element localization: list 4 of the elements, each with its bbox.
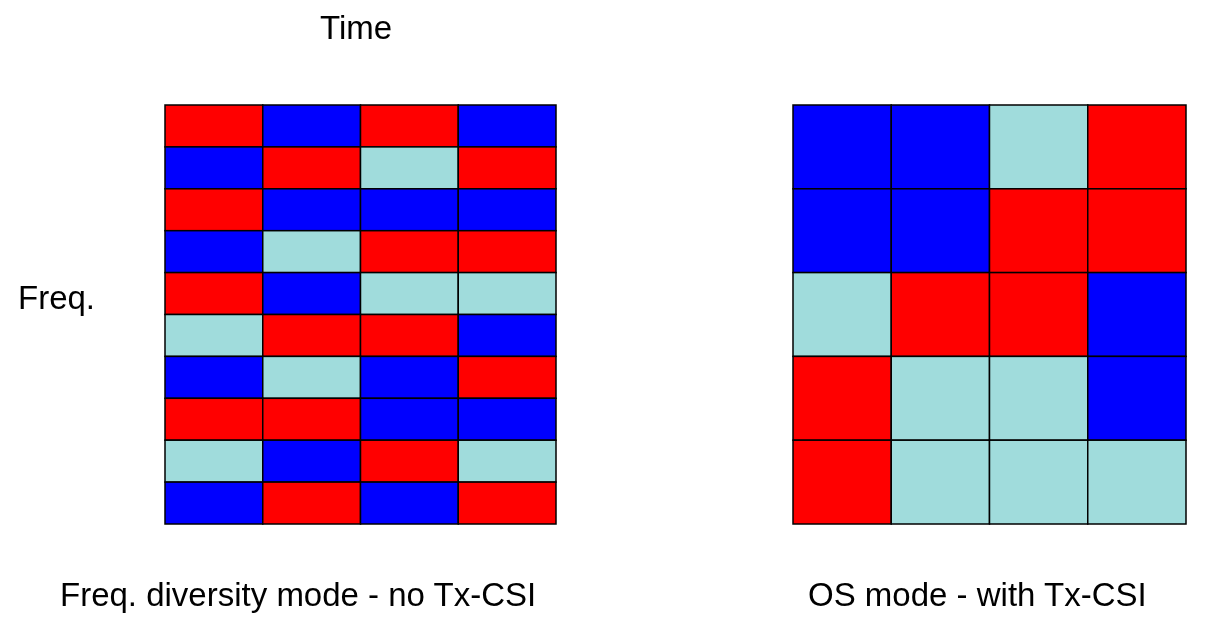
text-label: OS mode - with Tx-CSI [808, 575, 1147, 615]
text-label: Time [320, 8, 393, 48]
text-label: Freq. [18, 278, 96, 318]
text-label: Freq. diversity mode - no Tx-CSI [60, 575, 537, 615]
